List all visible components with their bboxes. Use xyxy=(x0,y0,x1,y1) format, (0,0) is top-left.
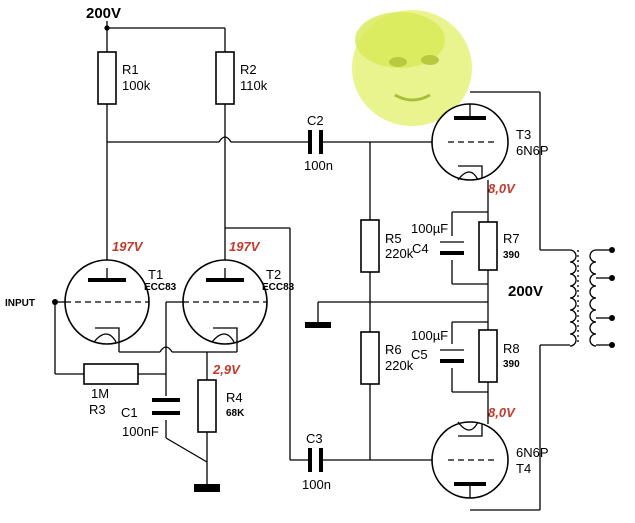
output-transformer xyxy=(470,91,615,511)
r8-value: 390 xyxy=(503,359,520,370)
resistor-r4 xyxy=(197,379,217,433)
t4-label: T4 xyxy=(516,461,531,476)
c2-label: C2 xyxy=(307,113,324,128)
ground-symbol xyxy=(194,484,220,492)
input-label: INPUT xyxy=(5,298,35,309)
t1-type: ECC83 xyxy=(144,282,177,293)
t1-label: T1 xyxy=(148,267,163,282)
resistor-r5 xyxy=(360,219,380,273)
capacitor-c1 xyxy=(152,398,180,415)
t2-cathode-voltage: 2,9V xyxy=(212,362,241,377)
t3-type: 6N6P xyxy=(516,143,549,158)
t2-type: ECC83 xyxy=(262,282,295,293)
r3-value: 1M xyxy=(91,386,109,401)
face-image xyxy=(352,10,472,126)
c4-label: C4 xyxy=(412,241,429,256)
r6-value: 220k xyxy=(385,358,414,373)
t2-label: T2 xyxy=(266,267,281,282)
c4-value: 100µF xyxy=(411,221,448,236)
t3-cathode-voltage: 8,0V xyxy=(488,181,516,196)
resistor-r7 xyxy=(478,221,498,271)
tube-t3 xyxy=(431,103,509,181)
supply-rail xyxy=(104,21,226,52)
r3-label: R3 xyxy=(89,402,106,417)
capacitor-c5 xyxy=(440,349,464,363)
capacitor-c3 xyxy=(308,448,370,472)
r7-value: 390 xyxy=(503,250,520,261)
supply-voltage-output: 200V xyxy=(508,283,543,300)
resistor-r3 xyxy=(83,363,139,385)
t2-anode-voltage: 197V xyxy=(229,239,261,254)
r4-label: R4 xyxy=(226,390,243,405)
r2-label: R2 xyxy=(240,62,257,77)
c5-label: C5 xyxy=(411,347,428,362)
c3-value: 100n xyxy=(302,477,331,492)
resistor-r1 xyxy=(97,51,117,105)
r6-label: R6 xyxy=(385,342,402,357)
t4-type: 6N6P xyxy=(516,445,549,460)
t3-label: T3 xyxy=(516,127,531,142)
r8-label: R8 xyxy=(503,341,520,356)
resistor-r6 xyxy=(360,331,380,385)
r5-label: R5 xyxy=(385,231,402,246)
r1-label: R1 xyxy=(122,62,139,77)
resistor-r8 xyxy=(478,329,498,383)
r2-value: 110k xyxy=(240,78,268,93)
ground-symbol xyxy=(305,322,331,328)
r4-value: 68K xyxy=(226,408,245,419)
capacitor-c2 xyxy=(308,130,370,154)
c5-value: 100µF xyxy=(411,328,448,343)
capacitor-c4 xyxy=(440,241,464,255)
c2-value: 100n xyxy=(304,158,333,173)
r7-label: R7 xyxy=(503,231,520,246)
tube-t2 xyxy=(182,259,268,345)
c3-label: C3 xyxy=(306,431,323,446)
t4-cathode-voltage: 8,0V xyxy=(488,405,516,420)
resistor-r2 xyxy=(215,51,235,105)
r5-value: 220k xyxy=(385,246,414,261)
supply-voltage-top: 200V xyxy=(86,5,121,22)
c1-value: 100nF xyxy=(122,424,159,439)
tube-t1 xyxy=(64,259,150,345)
r1-value: 100k xyxy=(122,78,151,93)
t1-anode-voltage: 197V xyxy=(112,239,144,254)
tube-t4 xyxy=(431,421,509,499)
c1-label: C1 xyxy=(121,405,138,420)
